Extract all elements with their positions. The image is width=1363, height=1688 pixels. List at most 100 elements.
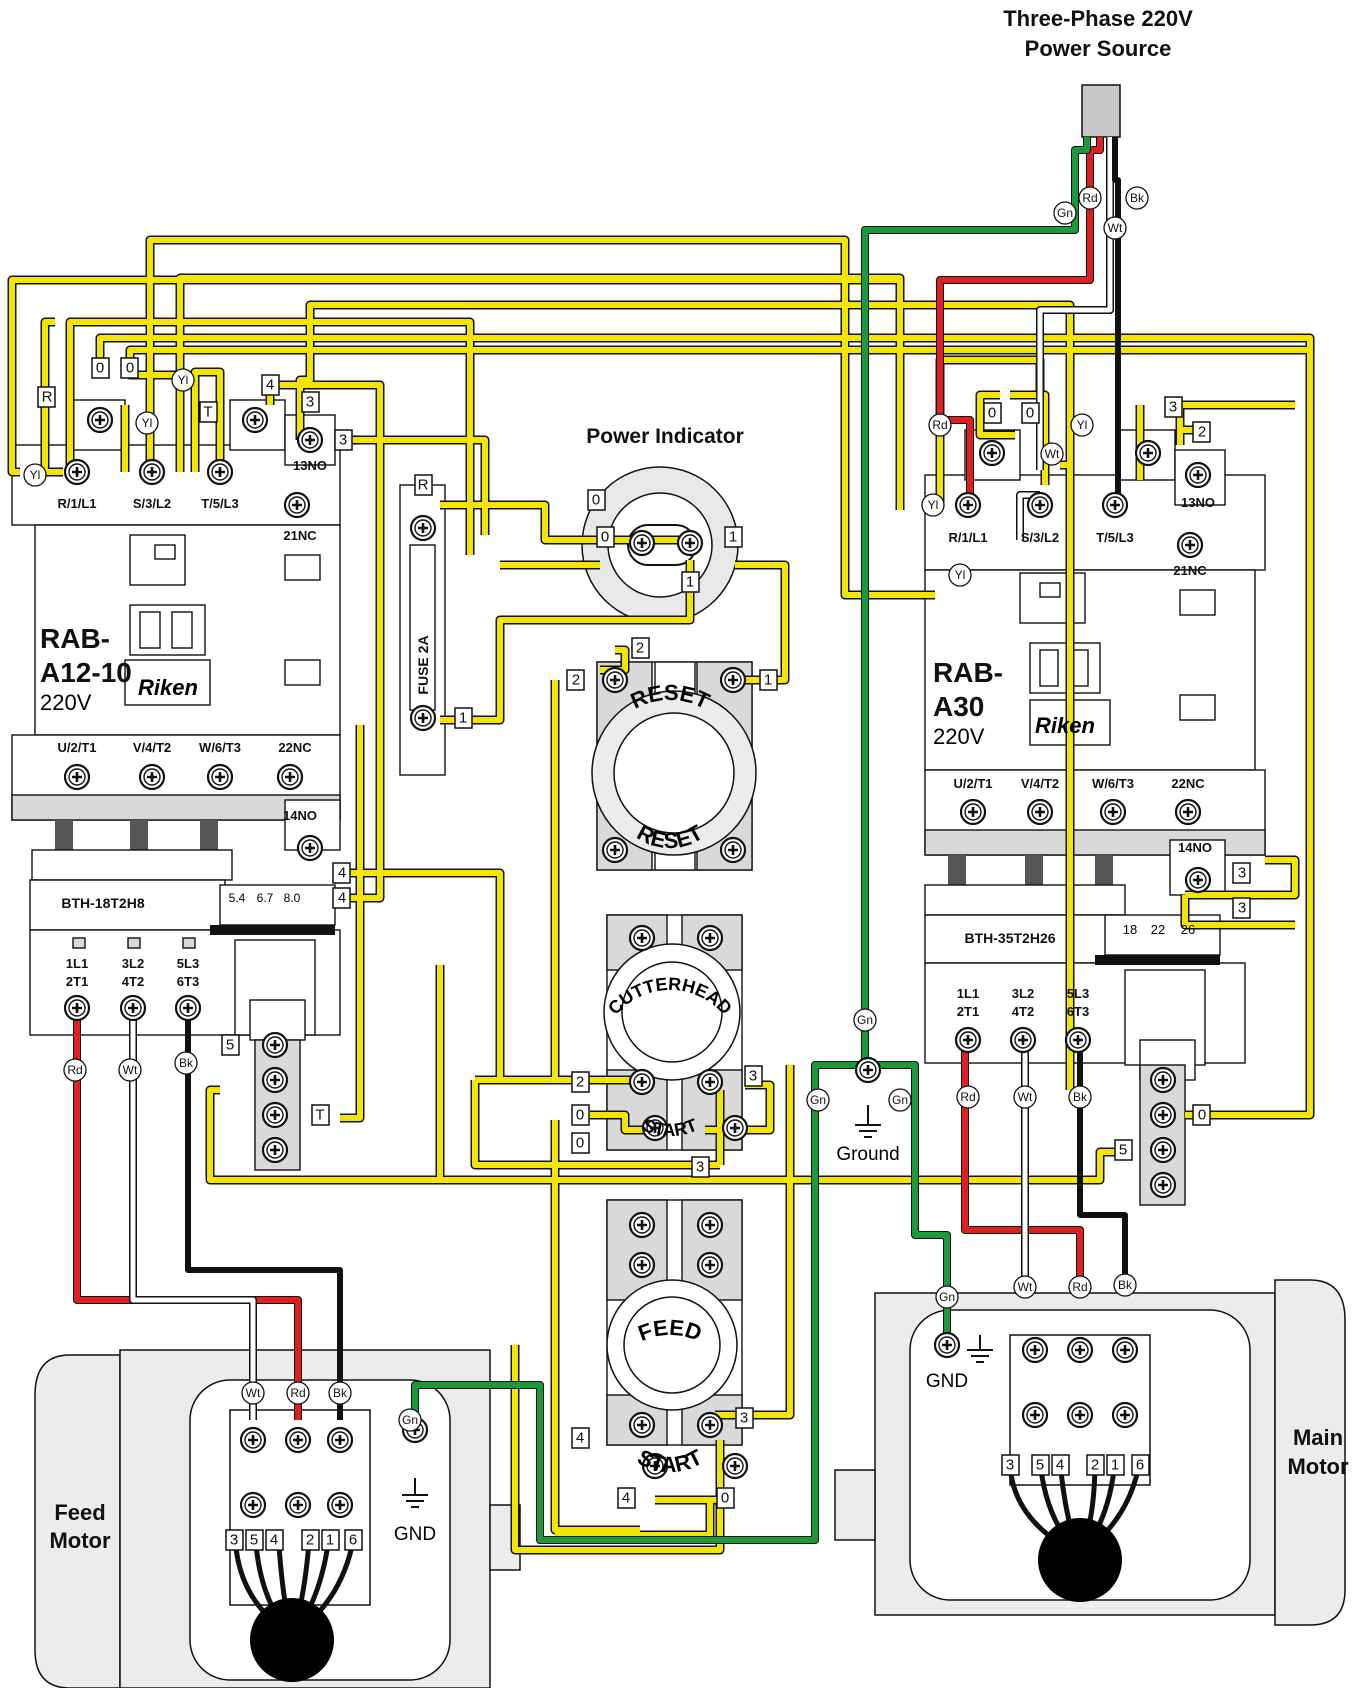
svg-text:3: 3 bbox=[749, 1068, 757, 1085]
svg-text:A30: A30 bbox=[933, 691, 984, 722]
contactor-right-labels: R/1/L1 S/3/L2 T/5/L3 13NO 21NC RAB- A30 … bbox=[933, 495, 1215, 1019]
overload-right-body bbox=[924, 884, 1246, 1206]
svg-text:T: T bbox=[315, 1107, 324, 1124]
model-label: A12-10 bbox=[40, 657, 132, 688]
svg-text:4: 4 bbox=[270, 1532, 278, 1549]
svg-text:Wt: Wt bbox=[1045, 447, 1060, 461]
contactor-right-body bbox=[924, 429, 1266, 896]
svg-text:R/1/L1: R/1/L1 bbox=[948, 530, 987, 545]
svg-text:0: 0 bbox=[96, 360, 104, 377]
svg-text:2: 2 bbox=[572, 672, 580, 689]
svg-text:R: R bbox=[418, 477, 429, 494]
source-cable bbox=[1081, 84, 1121, 138]
svg-text:0: 0 bbox=[576, 1107, 584, 1124]
svg-text:13NO: 13NO bbox=[1181, 495, 1215, 510]
svg-text:Bk: Bk bbox=[1073, 1090, 1088, 1104]
wire-color-tags: Gn Rd Wt Bk Yl Yl Yl Rd Yl Wt Yl Yl Rd W… bbox=[23, 186, 1149, 1432]
svg-text:5: 5 bbox=[1036, 1457, 1044, 1474]
svg-text:0: 0 bbox=[601, 529, 609, 546]
svg-text:0: 0 bbox=[126, 360, 134, 377]
svg-text:0: 0 bbox=[1026, 405, 1034, 422]
terminal-label: R/1/L1 bbox=[57, 496, 96, 511]
svg-text:6T3: 6T3 bbox=[1067, 1004, 1089, 1019]
svg-text:Bk: Bk bbox=[1130, 191, 1145, 205]
terminal-label: 13NO bbox=[293, 458, 327, 473]
svg-text:3L2: 3L2 bbox=[1012, 986, 1034, 1001]
svg-text:Bk: Bk bbox=[333, 1386, 348, 1400]
voltage-label: 220V bbox=[40, 690, 92, 715]
ground-label: Ground bbox=[836, 1144, 899, 1165]
model-label: RAB- bbox=[40, 623, 110, 654]
fuse-label: FUSE 2A bbox=[415, 635, 431, 694]
svg-text:Wt: Wt bbox=[1018, 1090, 1033, 1104]
svg-text:5L3: 5L3 bbox=[1067, 986, 1089, 1001]
svg-text:Rd: Rd bbox=[960, 1090, 975, 1104]
terminal-label: W/6/T3 bbox=[199, 740, 241, 755]
svg-text:3: 3 bbox=[696, 1159, 704, 1176]
svg-text:3: 3 bbox=[1238, 865, 1246, 882]
svg-text:6.7: 6.7 bbox=[257, 891, 274, 905]
svg-text:1: 1 bbox=[459, 710, 467, 727]
svg-text:22: 22 bbox=[1151, 922, 1165, 937]
svg-text:3: 3 bbox=[339, 432, 347, 449]
svg-text:Riken: Riken bbox=[1035, 713, 1095, 738]
svg-text:5.4: 5.4 bbox=[229, 891, 246, 905]
svg-text:2: 2 bbox=[306, 1532, 314, 1549]
svg-text:3: 3 bbox=[306, 394, 314, 411]
power-indicator-title: Power Indicator bbox=[586, 425, 744, 448]
svg-text:0: 0 bbox=[592, 492, 600, 509]
svg-text:Yl: Yl bbox=[142, 416, 153, 430]
overload-model: BTH-18T2H8 bbox=[61, 895, 144, 911]
svg-text:6: 6 bbox=[1136, 1457, 1144, 1474]
svg-text:RAB-: RAB- bbox=[933, 657, 1003, 688]
svg-text:Yl: Yl bbox=[955, 568, 966, 582]
svg-text:18: 18 bbox=[1123, 922, 1137, 937]
terminal-label: 14NO bbox=[283, 808, 317, 823]
svg-text:2T1: 2T1 bbox=[66, 974, 88, 989]
svg-text:26: 26 bbox=[1181, 922, 1195, 937]
svg-text:1L1: 1L1 bbox=[957, 986, 979, 1001]
svg-text:4: 4 bbox=[266, 377, 274, 394]
feed-motor-label-2: Motor bbox=[49, 1528, 111, 1553]
svg-text:2: 2 bbox=[1091, 1457, 1099, 1474]
svg-text:Wt: Wt bbox=[246, 1386, 261, 1400]
terminal-label: S/3/L2 bbox=[133, 496, 171, 511]
main-gnd-label: GND bbox=[926, 1371, 968, 1392]
main-motor-leads bbox=[1007, 1459, 1143, 1602]
svg-text:Gn: Gn bbox=[892, 1093, 908, 1107]
black-wires bbox=[185, 137, 1128, 1420]
main-motor-label-1: Main bbox=[1293, 1425, 1343, 1450]
terminal-label: 22NC bbox=[278, 740, 312, 755]
svg-text:Wt: Wt bbox=[123, 1063, 138, 1077]
svg-text:U/2/T1: U/2/T1 bbox=[953, 776, 992, 791]
svg-text:Gn: Gn bbox=[810, 1093, 826, 1107]
svg-text:2T1: 2T1 bbox=[957, 1004, 979, 1019]
feed-motor-leads bbox=[232, 1529, 358, 1682]
svg-text:3: 3 bbox=[1238, 900, 1246, 917]
svg-text:Gn: Gn bbox=[939, 1290, 955, 1304]
svg-text:Rd: Rd bbox=[932, 418, 947, 432]
svg-text:14NO: 14NO bbox=[1178, 840, 1212, 855]
svg-text:5L3: 5L3 bbox=[177, 956, 199, 971]
svg-text:Yl: Yl bbox=[178, 373, 189, 387]
svg-text:Bk: Bk bbox=[1118, 1278, 1133, 1292]
svg-text:4: 4 bbox=[622, 1490, 630, 1507]
svg-text:Wt: Wt bbox=[1108, 221, 1123, 235]
terminal-label: T/5/L3 bbox=[201, 496, 239, 511]
terminal-label: U/2/T1 bbox=[57, 740, 96, 755]
svg-text:4: 4 bbox=[1056, 1457, 1064, 1474]
wire-number-tags: 0 0 R T 4 3 3 R 1 4 4 5 T 0 0 1 1 2 2 1 … bbox=[37, 357, 1251, 1509]
svg-text:Bk: Bk bbox=[179, 1056, 194, 1070]
ground-symbol-main bbox=[402, 1105, 993, 1508]
white-wires bbox=[129, 137, 1114, 1420]
svg-text:1: 1 bbox=[764, 672, 772, 689]
svg-text:Rd: Rd bbox=[1072, 1280, 1087, 1294]
contactor-left-labels: R/1/L1 S/3/L2 T/5/L3 13NO 21NC RAB- A12-… bbox=[40, 458, 327, 989]
svg-text:3L2: 3L2 bbox=[122, 956, 144, 971]
feed-motor-lead-tags: 3 5 4 2 1 6 bbox=[225, 1529, 363, 1551]
svg-text:1: 1 bbox=[1111, 1457, 1119, 1474]
svg-text:3: 3 bbox=[740, 1410, 748, 1427]
svg-text:R: R bbox=[42, 389, 53, 406]
svg-text:4T2: 4T2 bbox=[122, 974, 144, 989]
svg-text:8.0: 8.0 bbox=[284, 891, 301, 905]
